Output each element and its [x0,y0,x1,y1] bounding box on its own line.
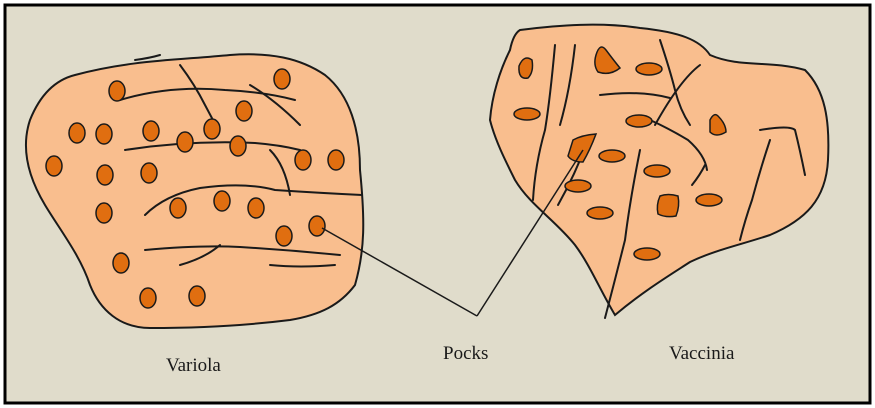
pock [565,180,591,192]
pock [276,226,292,246]
pock [634,248,660,260]
pock [274,69,290,89]
pock [626,115,652,127]
pock [140,288,156,308]
pock [696,194,722,206]
pock [657,195,678,217]
pock [309,216,325,236]
pock [214,191,230,211]
pock [248,198,264,218]
pock [46,156,62,176]
pock [177,132,193,152]
pock [295,150,311,170]
pock [96,124,112,144]
pock [109,81,125,101]
pock [599,150,625,162]
pock [636,63,662,75]
variola-label: Variola [166,356,221,375]
pock [204,119,220,139]
pock [113,253,129,273]
pock [328,150,344,170]
pock [514,108,540,120]
pock [69,123,85,143]
pock [587,207,613,219]
pock [644,165,670,177]
pock [230,136,246,156]
pocks-label: Pocks [443,344,488,363]
pock [97,165,113,185]
pock [170,198,186,218]
vaccinia-label: Vaccinia [669,344,734,363]
pock [141,163,157,183]
pock [189,286,205,306]
pock [143,121,159,141]
pock [96,203,112,223]
pock [519,58,533,78]
pock [236,101,252,121]
